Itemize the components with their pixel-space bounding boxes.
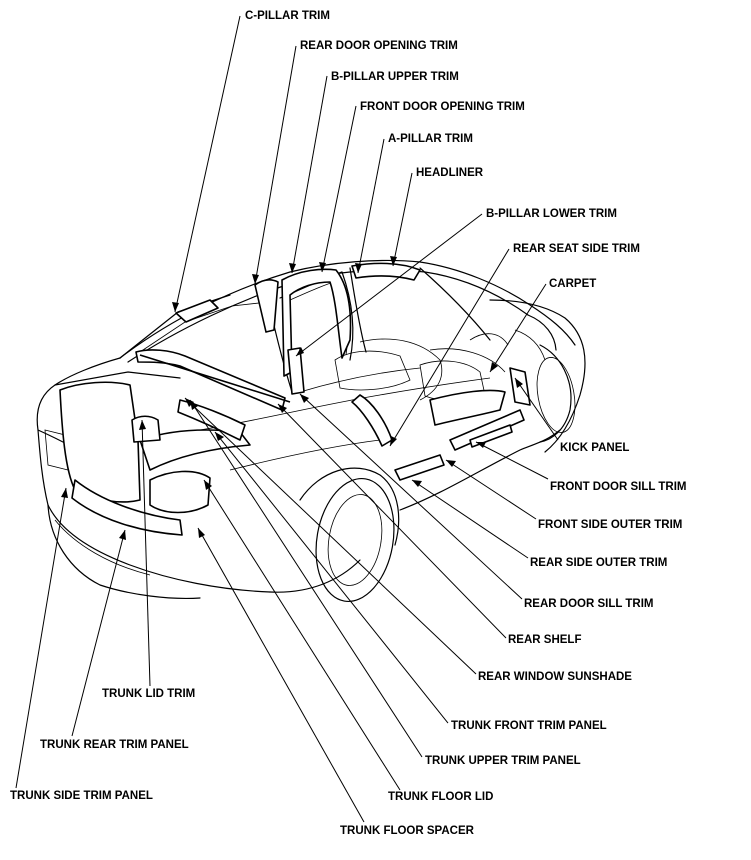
label-kick-panel: KICK PANEL	[560, 442, 629, 454]
label-trunk-rear-trim-panel: TRUNK REAR TRIM PANEL	[40, 739, 189, 751]
headliner-part	[351, 262, 421, 281]
label-trunk-floor-spacer: TRUNK FLOOR SPACER	[340, 825, 475, 837]
c-pillar-trim-part	[175, 299, 219, 323]
label-trunk-upper-trim-panel: TRUNK UPPER TRIM PANEL	[425, 755, 581, 767]
b-pillar-lower-trim-part	[287, 347, 305, 395]
trunk-rear-trim-panel-part	[71, 479, 183, 536]
label-rear-side-outer-trim: REAR SIDE OUTER TRIM	[530, 557, 667, 569]
front-door-sill-trim-part	[449, 409, 525, 451]
rear-window-sunshade-part	[139, 354, 291, 403]
label-trunk-side-trim-panel: TRUNK SIDE TRIM PANEL	[10, 790, 153, 802]
trunk-floor-spacer-part	[149, 470, 211, 514]
label-carpet: CARPET	[549, 278, 596, 290]
part-labels: C-PILLAR TRIM REAR DOOR OPENING TRIM B-P…	[10, 10, 687, 837]
label-c-pillar-trim: C-PILLAR TRIM	[245, 10, 330, 22]
trunk-front-trim-panel-part	[177, 399, 246, 441]
kick-panel-part	[509, 367, 531, 406]
label-a-pillar-trim: A-PILLAR TRIM	[388, 133, 473, 145]
front-side-outer-trim-part	[469, 424, 513, 448]
trunk-floor-lid-part	[139, 429, 251, 471]
trunk-side-trim-panel-part	[59, 381, 141, 503]
label-front-side-outer-trim: FRONT SIDE OUTER TRIM	[538, 519, 682, 531]
label-front-door-sill-trim: FRONT DOOR SILL TRIM	[550, 481, 687, 493]
label-trunk-front-trim-panel: TRUNK FRONT TRIM PANEL	[451, 720, 607, 732]
label-b-pillar-upper-trim: B-PILLAR UPPER TRIM	[331, 71, 459, 83]
label-rear-shelf: REAR SHELF	[508, 634, 581, 646]
label-rear-door-opening-trim: REAR DOOR OPENING TRIM	[300, 40, 458, 52]
label-rear-seat-side-trim: REAR SEAT SIDE TRIM	[513, 243, 640, 255]
label-trunk-floor-lid: TRUNK FLOOR LID	[388, 791, 493, 803]
carpet-part	[429, 389, 506, 426]
label-rear-door-sill-trim: REAR DOOR SILL TRIM	[524, 598, 653, 610]
rear-door-sill-trim-part	[394, 454, 445, 481]
rear-seat-side-trim-part	[351, 394, 393, 447]
trim-pieces	[59, 262, 531, 536]
label-trunk-lid-trim: TRUNK LID TRIM	[102, 688, 195, 700]
leader-lines	[15, 15, 559, 823]
trunk-lid-trim-part	[131, 415, 161, 443]
label-headliner: HEADLINER	[416, 167, 484, 179]
label-b-pillar-lower-trim: B-PILLAR LOWER TRIM	[486, 208, 617, 220]
rear-shelf-part	[135, 349, 286, 411]
label-rear-window-sunshade: REAR WINDOW SUNSHADE	[478, 671, 632, 683]
rear-door-opening-trim-part	[254, 279, 279, 333]
label-front-door-opening-trim: FRONT DOOR OPENING TRIM	[360, 101, 525, 113]
